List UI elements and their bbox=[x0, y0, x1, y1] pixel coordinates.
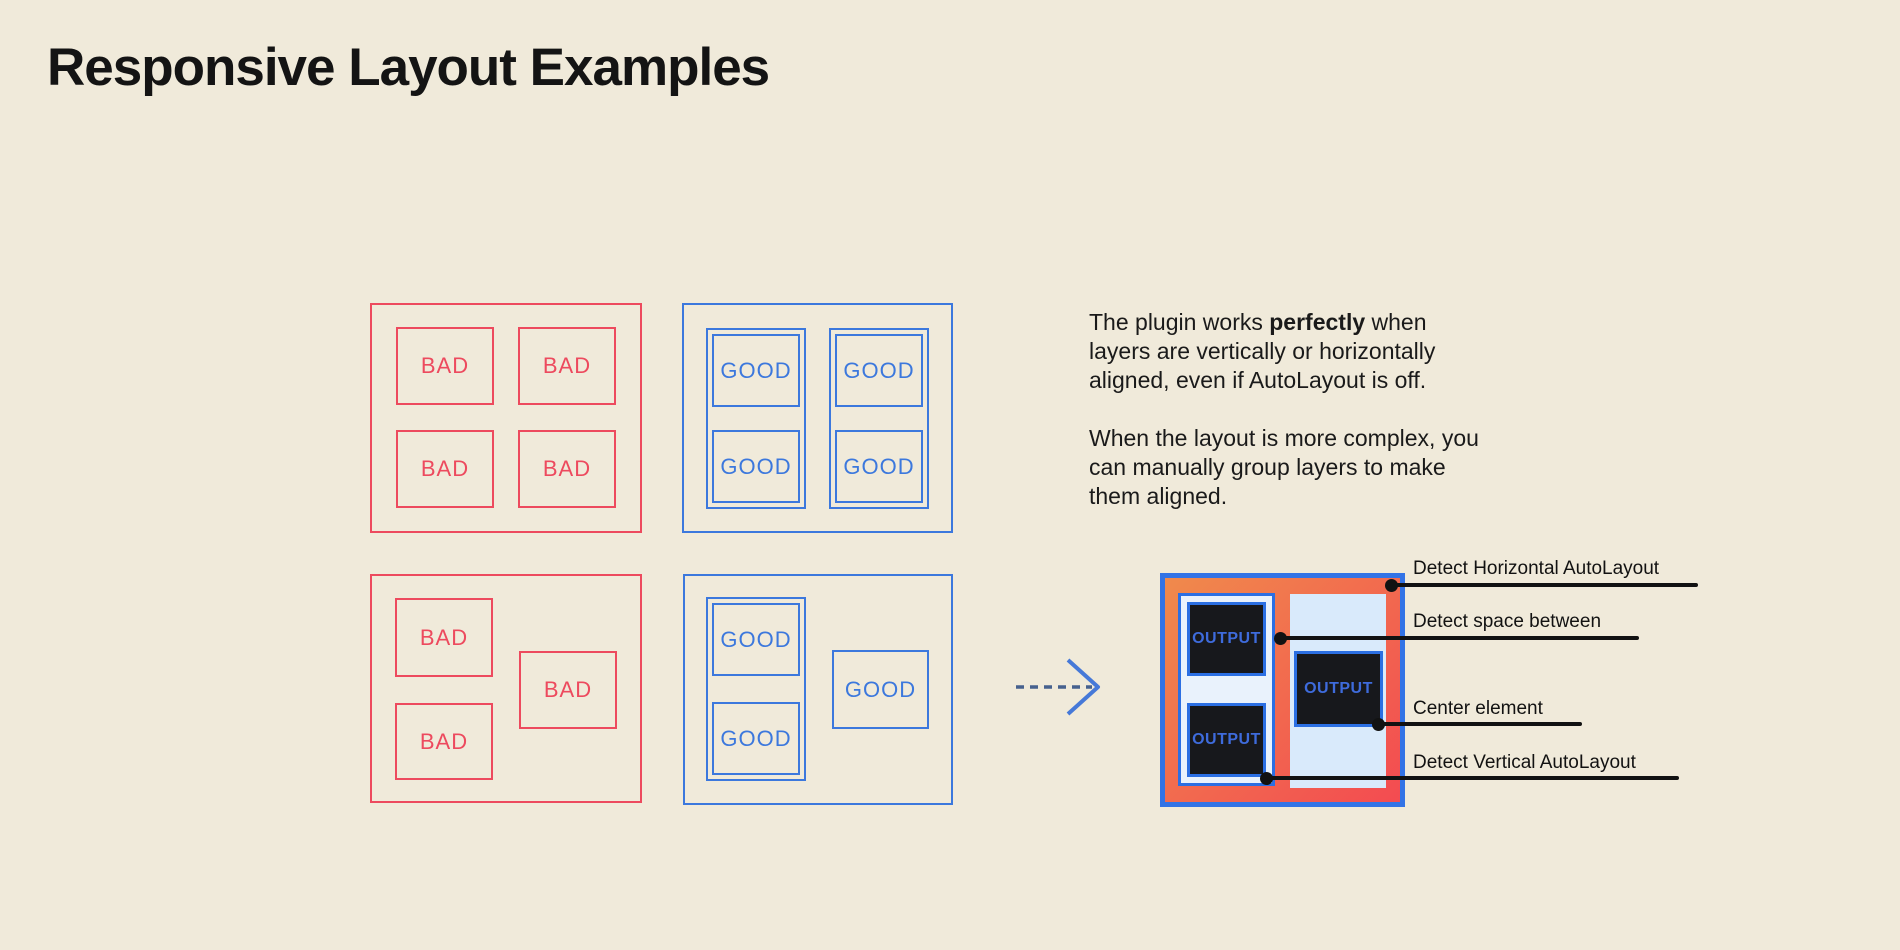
annotation-dot bbox=[1385, 579, 1398, 592]
bad-box: BAD bbox=[396, 327, 494, 405]
bad-box: BAD bbox=[395, 598, 493, 677]
good-grid-example-group: GOOD GOOD GOOD GOOD bbox=[682, 303, 953, 533]
good-box: GOOD bbox=[712, 603, 800, 676]
description-paragraph-1: The plugin works perfectly when layers a… bbox=[1089, 309, 1436, 393]
good-column-group: GOOD GOOD bbox=[829, 328, 929, 509]
good-complex-example-group: GOOD GOOD GOOD bbox=[683, 574, 953, 805]
bad-grid-example-group: BAD BAD BAD BAD bbox=[370, 303, 642, 533]
output-box: OUTPUT bbox=[1187, 703, 1266, 777]
output-vertical-autolayout-group: OUTPUT OUTPUT bbox=[1178, 593, 1275, 786]
bad-box: BAD bbox=[519, 651, 617, 729]
bad-box: BAD bbox=[395, 703, 493, 780]
good-box: GOOD bbox=[835, 430, 923, 503]
page-title: Responsive Layout Examples bbox=[47, 38, 770, 97]
annotation-detect-space-between: Detect space between bbox=[1413, 611, 1602, 632]
annotation-detect-horizontal-autolayout: Detect Horizontal AutoLayout bbox=[1413, 558, 1660, 579]
output-box: OUTPUT bbox=[1294, 651, 1383, 727]
good-box: GOOD bbox=[712, 430, 800, 503]
annotation-connector-line bbox=[1378, 722, 1582, 726]
transform-arrow-icon bbox=[1016, 658, 1100, 716]
good-box: GOOD bbox=[835, 334, 923, 407]
description-text: The plugin works perfectly when layers a… bbox=[1089, 308, 1569, 511]
annotation-dot bbox=[1372, 718, 1385, 731]
annotation-dot bbox=[1274, 632, 1287, 645]
description-paragraph-2: When the layout is more complex, you can… bbox=[1089, 425, 1479, 509]
annotation-detect-vertical-autolayout: Detect Vertical AutoLayout bbox=[1413, 752, 1636, 773]
annotation-center-element: Center element bbox=[1413, 698, 1543, 719]
bad-box: BAD bbox=[518, 430, 616, 508]
good-box: GOOD bbox=[712, 334, 800, 407]
good-column-group: GOOD GOOD bbox=[706, 328, 806, 509]
good-column-group: GOOD GOOD bbox=[706, 597, 806, 781]
bad-box: BAD bbox=[518, 327, 616, 405]
annotation-dot bbox=[1260, 772, 1273, 785]
bad-complex-example-group: BAD BAD BAD bbox=[370, 574, 642, 803]
output-box: OUTPUT bbox=[1187, 602, 1266, 676]
annotation-connector-line bbox=[1280, 636, 1639, 640]
bad-box: BAD bbox=[396, 430, 494, 508]
output-center-column: OUTPUT bbox=[1290, 594, 1386, 788]
output-result-frame: OUTPUT OUTPUT OUTPUT bbox=[1160, 573, 1405, 807]
good-box: GOOD bbox=[832, 650, 929, 729]
good-box: GOOD bbox=[712, 702, 800, 775]
annotation-connector-line bbox=[1266, 776, 1679, 780]
annotation-connector-line bbox=[1391, 583, 1698, 587]
